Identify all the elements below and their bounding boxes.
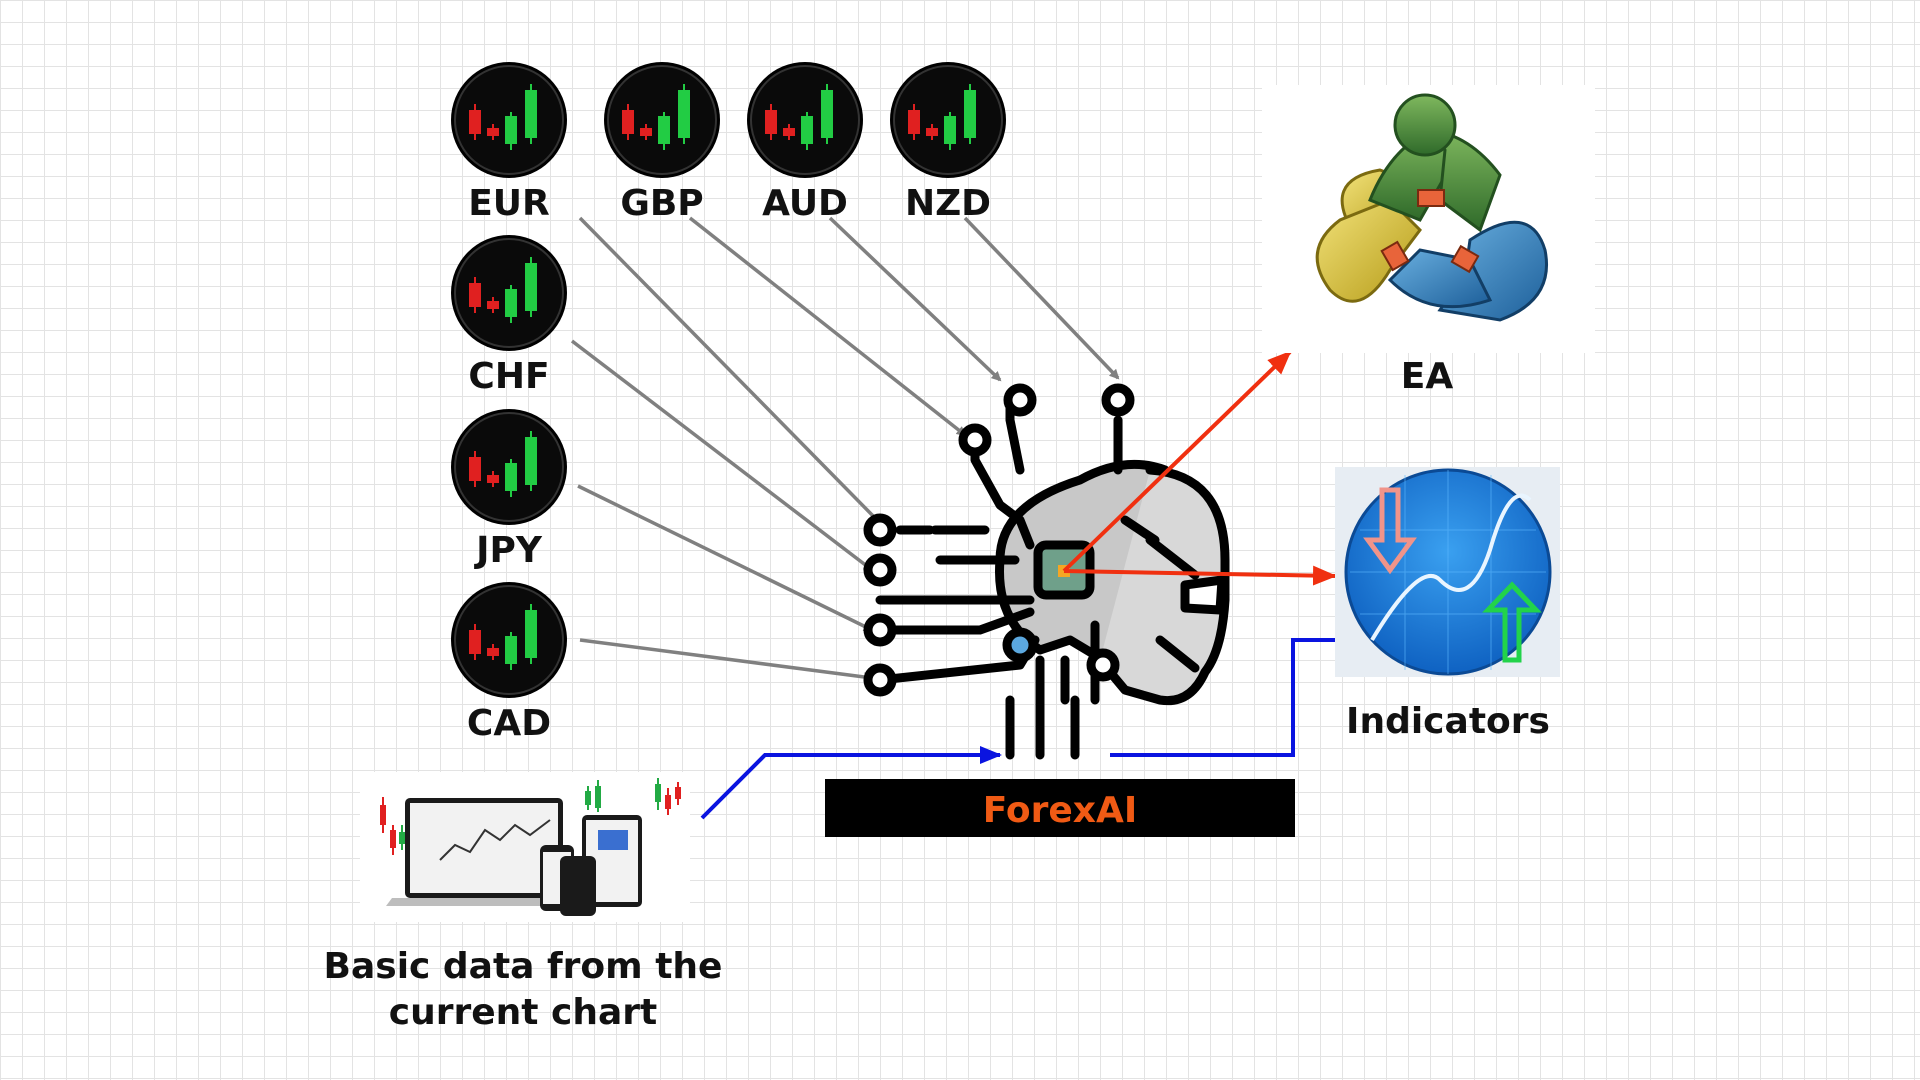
currency-label-cad: CAD (467, 703, 551, 744)
forexai-banner: ForexAI (825, 779, 1295, 837)
arrow-gbp-to-core (688, 216, 967, 437)
source-label-line2: current chart (389, 992, 658, 1033)
candlestick-badge-icon (746, 61, 864, 179)
currency-label-aud: AUD (762, 183, 848, 224)
source-label-line1: Basic data from the (324, 946, 723, 987)
arrow-source-to-core (700, 746, 1002, 820)
ea-label: EA (1401, 356, 1454, 397)
arrow-core-to-indicators (1063, 565, 1337, 586)
data-flow-arrows (700, 631, 1365, 820)
candlestick-badge-icon (450, 581, 568, 699)
currency-label-jpy: JPY (473, 530, 543, 571)
indicators-label: Indicators (1346, 701, 1550, 742)
arrow-core-to-ea (1062, 350, 1292, 573)
arrow-cad-to-core (579, 638, 874, 682)
forexai-label: ForexAI (983, 790, 1138, 831)
currency-label-nzd: NZD (905, 183, 991, 224)
currency-label-eur: EUR (468, 183, 550, 224)
arrow-nzd-to-core (963, 216, 1120, 380)
input-arrows (570, 216, 1120, 682)
arrow-chf-to-core (570, 339, 874, 572)
arrow-jpy-to-core (577, 484, 874, 632)
candlestick-badge-icon (450, 408, 568, 526)
currency-label-chf: CHF (468, 356, 549, 397)
output-arrows (1062, 350, 1337, 586)
candlestick-badge-icon (603, 61, 721, 179)
candlestick-badge-icon (450, 234, 568, 352)
indicator-chart-icon (1335, 467, 1560, 677)
arrow-eur-to-core (578, 216, 882, 525)
arrow-core-to-indicators-data (1110, 631, 1365, 757)
trading-platform-devices-icon (360, 772, 690, 922)
arrow-aud-to-core (828, 216, 1002, 382)
candlestick-badge-icon (450, 61, 568, 179)
currency-label-gbp: GBP (620, 183, 703, 224)
metatrader-logo-icon (1262, 85, 1595, 353)
currency-labels: EUR GBP AUD NZD CHF JPY CAD (467, 183, 991, 744)
candlestick-badge-icon (889, 61, 1007, 179)
